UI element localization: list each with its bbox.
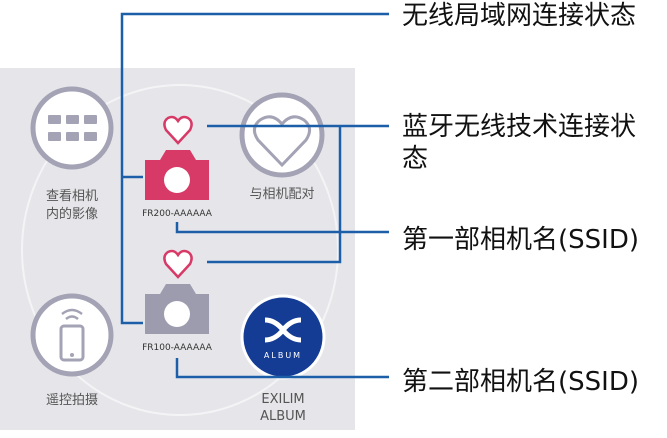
view-images-label-2: 内的影像 [46, 206, 98, 222]
second-camera-callout: 第二部相机名(SSID) [402, 367, 639, 397]
camera-2-name: FR100-AAAAAA [142, 343, 213, 353]
menu-ring [21, 84, 339, 416]
camera-1[interactable]: FR200-AAAAAA [142, 150, 213, 219]
grid-icon [48, 115, 97, 141]
smartphone-wifi-icon [59, 308, 85, 362]
remote-shoot-label: 遥控拍摄 [46, 393, 98, 408]
bluetooth-heart-icon [163, 115, 193, 145]
bt-status-callout-2: 态 [402, 144, 429, 174]
callout-lines [120, 12, 389, 379]
album-label-2: ALBUM [260, 409, 306, 424]
album-logo-icon [264, 317, 302, 343]
bluetooth-heart-icon-2 [163, 249, 193, 279]
camera-1-name: FR200-AAAAAA [142, 209, 213, 219]
view-images-button[interactable]: 查看相机 内的影像 [30, 86, 114, 222]
album-badge-text: ALBUM [264, 351, 302, 360]
first-camera-callout: 第一部相机名(SSID) [402, 225, 639, 255]
pair-camera-label: 与相机配对 [249, 187, 314, 202]
wifi-status-callout: 无线局域网连接状态 [402, 1, 637, 31]
album-label: EXILIM [261, 392, 304, 407]
view-images-label: 查看相机 [46, 188, 98, 204]
bt-status-callout: 蓝牙无线技术连接状 [402, 112, 637, 142]
remote-shoot-button[interactable]: 遥控拍摄 [30, 293, 114, 408]
camera-2[interactable]: FR100-AAAAAA [142, 284, 213, 353]
